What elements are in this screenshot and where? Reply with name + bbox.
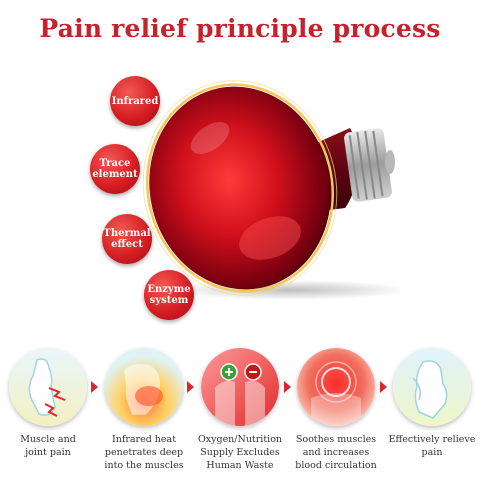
bubble-thermal-effect: Thermal effect bbox=[102, 214, 152, 264]
step-caption: Infrared heat penetrates deep into the m… bbox=[104, 434, 184, 471]
step-caption: Muscle and joint pain bbox=[20, 434, 76, 458]
step-caption: Oxygen/Nutrition Supply Excludes Human W… bbox=[197, 434, 283, 471]
oxygen-nutrition-icon bbox=[201, 348, 279, 426]
bubble-infrared: Infrared bbox=[110, 76, 160, 126]
arrow-right-icon bbox=[187, 381, 194, 393]
blood-circulation-icon bbox=[297, 348, 375, 426]
body-pain-icon bbox=[9, 348, 87, 426]
step-caption: Effectively relieve pain bbox=[388, 434, 476, 458]
arrow-right-icon bbox=[284, 381, 291, 393]
bubble-trace-element: Trace element bbox=[90, 144, 140, 194]
arrow-right-icon bbox=[380, 381, 387, 393]
page-title: Pain relief principle process bbox=[39, 14, 441, 43]
infrared-heat-icon bbox=[105, 348, 183, 426]
bulb-icon bbox=[142, 80, 410, 300]
infrared-bulb-image bbox=[140, 78, 410, 308]
bubble-enzyme-system: Enzyme system bbox=[144, 270, 194, 320]
step-caption: Soothes muscles and increases blood circ… bbox=[295, 434, 377, 471]
arrow-right-icon bbox=[91, 381, 98, 393]
relief-icon bbox=[393, 348, 471, 426]
